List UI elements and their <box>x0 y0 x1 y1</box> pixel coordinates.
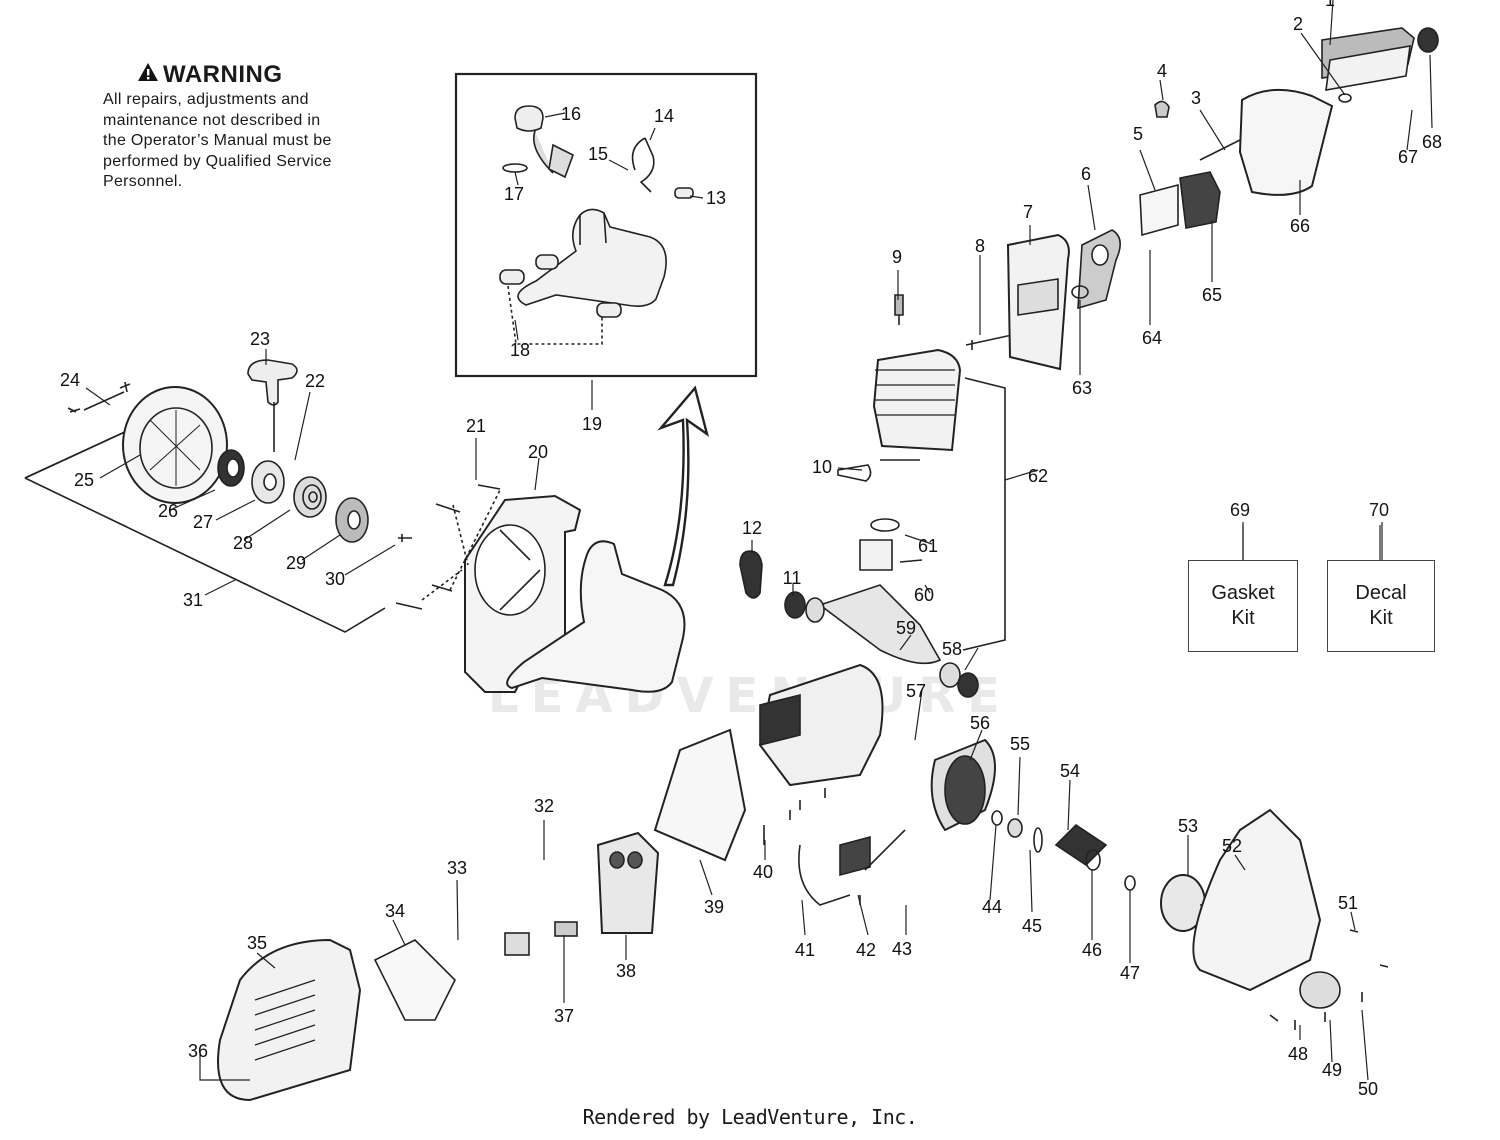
part-callout-46[interactable]: 46 <box>1082 940 1102 960</box>
part-callout-28[interactable]: 28 <box>233 533 253 553</box>
part-callout-33[interactable]: 33 <box>447 858 467 878</box>
part-callout-26[interactable]: 26 <box>158 501 178 521</box>
gasket-kit-box[interactable]: Gasket Kit <box>1188 560 1298 652</box>
part-callout-10[interactable]: 10 <box>812 457 832 477</box>
part-callout-41[interactable]: 41 <box>795 940 815 960</box>
warning-notice: WARNING All repairs, adjustments and mai… <box>103 62 393 193</box>
inset-box <box>454 72 758 378</box>
part-callout-55[interactable]: 55 <box>1010 734 1030 754</box>
part-callout-45[interactable]: 45 <box>1022 916 1042 936</box>
fuel-cap <box>514 105 544 132</box>
part-callout-54[interactable]: 54 <box>1060 761 1080 781</box>
part-callout-59[interactable]: 59 <box>896 618 916 638</box>
kit-label-line: Kit <box>1231 607 1255 629</box>
part-callout-47[interactable]: 47 <box>1120 963 1140 983</box>
part-callout-17[interactable]: 17 <box>504 184 524 204</box>
fuel-tank-inset <box>517 208 667 307</box>
part-callout-4[interactable]: 4 <box>1157 61 1167 81</box>
part-callout-18[interactable]: 18 <box>510 340 530 360</box>
part-callout-27[interactable]: 27 <box>193 512 213 532</box>
part-callout-64[interactable]: 64 <box>1142 328 1162 348</box>
part-callout-5[interactable]: 5 <box>1133 124 1143 144</box>
part-callout-61[interactable]: 61 <box>918 536 938 556</box>
warning-text: All repairs, adjustments and maintenance… <box>103 90 393 193</box>
warning-title: WARNING <box>163 61 283 88</box>
part-callout-8[interactable]: 8 <box>975 236 985 256</box>
part-callout-36[interactable]: 36 <box>188 1041 208 1061</box>
part-callout-16[interactable]: 16 <box>561 104 581 124</box>
part-callout-24[interactable]: 24 <box>60 370 80 390</box>
kit-label-line: Kit <box>1369 607 1393 629</box>
part-callout-15[interactable]: 15 <box>588 144 608 164</box>
part-callout-25[interactable]: 25 <box>74 470 94 490</box>
part-callout-20[interactable]: 20 <box>528 442 548 462</box>
part-callout-19[interactable]: 19 <box>582 414 602 434</box>
engine-shroud <box>217 938 362 1102</box>
part-callout-1[interactable]: 1 <box>1325 0 1335 10</box>
curved-arrow <box>657 385 709 587</box>
part-callout-51[interactable]: 51 <box>1338 893 1358 913</box>
part-callout-22[interactable]: 22 <box>305 371 325 391</box>
footer-credit: Rendered by LeadVenture, Inc. <box>582 1105 918 1129</box>
part-callout-38[interactable]: 38 <box>616 961 636 981</box>
warning-line: the Operator’s Manual must be <box>103 132 332 149</box>
warning-line: All repairs, adjustments and <box>103 91 309 108</box>
part-callout-37[interactable]: 37 <box>554 1006 574 1026</box>
part-callout-48[interactable]: 48 <box>1288 1044 1308 1064</box>
part-callout-57[interactable]: 57 <box>906 681 926 701</box>
part-callout-11[interactable]: 11 <box>783 568 802 588</box>
decal-kit-box[interactable]: Decal Kit <box>1327 560 1435 652</box>
part-callout-44[interactable]: 44 <box>982 897 1002 917</box>
part-callout-52[interactable]: 52 <box>1222 836 1242 856</box>
part-callout-42[interactable]: 42 <box>856 940 876 960</box>
part-callout-35[interactable]: 35 <box>247 933 267 953</box>
part-callout-56[interactable]: 56 <box>970 713 990 733</box>
part-callout-67[interactable]: 67 <box>1398 147 1418 167</box>
part-callout-32[interactable]: 32 <box>534 796 554 816</box>
part-callout-30[interactable]: 30 <box>325 569 345 589</box>
warning-line: Personnel. <box>103 173 183 190</box>
part-callout-31[interactable]: 31 <box>183 590 203 610</box>
part-callout-63[interactable]: 63 <box>1072 378 1092 398</box>
warning-triangle-icon <box>138 63 158 81</box>
warning-line: maintenance not described in <box>103 111 321 129</box>
warning-heading: WARNING <box>137 62 393 88</box>
part-callout-49[interactable]: 49 <box>1322 1060 1342 1080</box>
part-callout-68[interactable]: 68 <box>1422 132 1442 152</box>
warning-line: performed by Qualified Service <box>103 152 332 170</box>
kit-label-line: Gasket <box>1211 582 1275 604</box>
part-callout-7[interactable]: 7 <box>1023 202 1033 222</box>
part-callout-39[interactable]: 39 <box>704 897 724 917</box>
part-callout-60[interactable]: 60 <box>914 585 934 605</box>
kit-number: 69 <box>1230 500 1251 520</box>
part-callout-65[interactable]: 65 <box>1202 285 1222 305</box>
part-callout-62[interactable]: 62 <box>1028 466 1048 486</box>
part-callout-43[interactable]: 43 <box>892 939 912 959</box>
crankcase <box>758 663 884 787</box>
part-callout-34[interactable]: 34 <box>385 901 405 921</box>
part-callout-9[interactable]: 9 <box>892 247 902 267</box>
part-callout-21[interactable]: 21 <box>466 416 486 436</box>
part-callout-12[interactable]: 12 <box>742 518 762 538</box>
air-filter-cover <box>1238 88 1334 196</box>
part-callout-13[interactable]: 13 <box>706 188 726 208</box>
part-callout-14[interactable]: 14 <box>654 106 674 126</box>
part-callout-40[interactable]: 40 <box>753 862 773 882</box>
part-callout-50[interactable]: 50 <box>1358 1079 1378 1099</box>
clutch-housing <box>1192 808 1322 992</box>
fuel-tank <box>506 540 686 693</box>
part-callout-3[interactable]: 3 <box>1191 88 1201 108</box>
kit-number: 70 <box>1369 500 1390 520</box>
part-callout-53[interactable]: 53 <box>1178 816 1198 836</box>
kit-label-line: Decal <box>1355 582 1407 604</box>
part-callout-23[interactable]: 23 <box>250 329 270 349</box>
part-callout-29[interactable]: 29 <box>286 553 306 573</box>
part-callout-66[interactable]: 66 <box>1290 216 1310 236</box>
part-callout-6[interactable]: 6 <box>1081 164 1091 184</box>
part-callout-2[interactable]: 2 <box>1293 14 1303 34</box>
part-callout-58[interactable]: 58 <box>942 639 962 659</box>
